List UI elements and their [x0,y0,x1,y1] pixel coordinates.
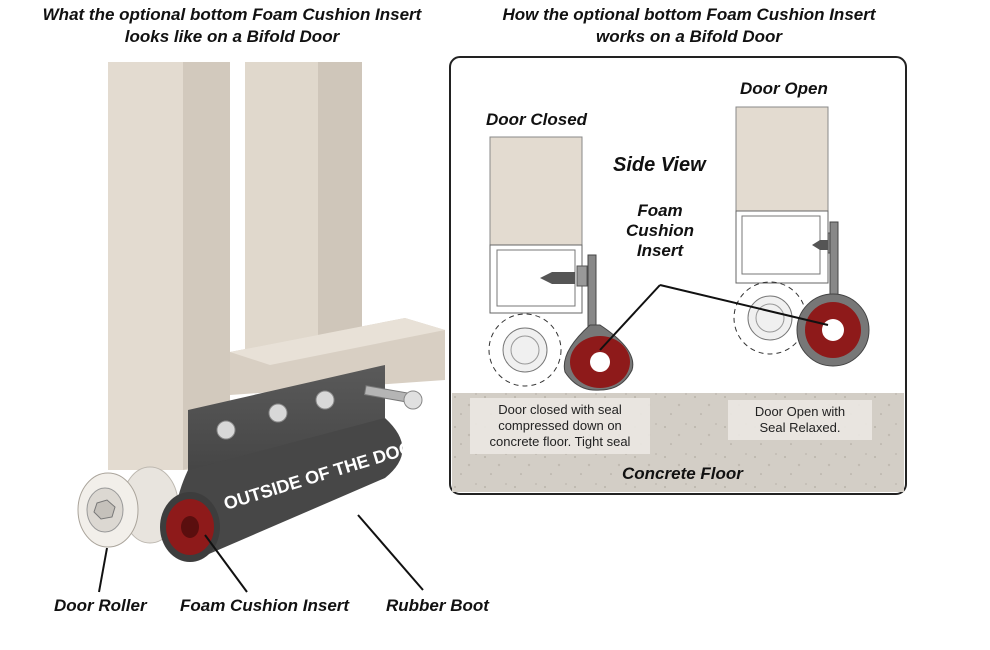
right-post-front [245,62,318,365]
label-foam-insert: Foam Cushion Insert [180,596,350,615]
caption-open-line2: Seal Relaxed. [759,420,841,435]
left-post-side [183,62,230,470]
label-door-closed: Door Closed [486,110,588,129]
leader-foam-insert [204,534,248,593]
foam-label-line1: Foam [637,201,683,220]
label-door-roller: Door Roller [54,596,147,615]
label-concrete-floor: Concrete Floor [622,464,743,483]
caption-open: Door Open with Seal Relaxed. [728,400,872,440]
closed-door [488,136,634,391]
right-title-line2: works on a Bifold Door [595,27,783,46]
right-title: How the optional bottom Foam Cushion Ins… [484,4,894,48]
caption-closed-line3: concrete floor. Tight seal [489,434,631,449]
label-rubber-boot: Rubber Boot [386,596,489,615]
leader-door-roller [98,547,108,593]
open-door [733,106,870,367]
right-title-line1: How the optional bottom Foam Cushion Ins… [502,5,876,24]
caption-open-line1: Door Open with [754,404,846,419]
label-foam-cushion-insert: Foam Cushion Insert [624,201,696,261]
left-title-line2: looks like on a Bifold Door [124,27,340,46]
label-door-open: Door Open [740,79,828,98]
leader-foam-closed [599,284,661,351]
caption-closed-line2: compressed down on [498,418,622,433]
left-post-front [108,62,205,470]
caption-closed-line1: Door closed with seal [498,402,622,417]
leader-rubber-boot [357,514,424,591]
right-post-side [318,62,362,365]
left-title: What the optional bottom Foam Cushion In… [32,4,432,48]
bifold-door-frame [108,62,445,470]
caption-closed: Door closed with seal compressed down on… [470,398,650,454]
rubber-boot [175,365,423,560]
foam-label-line2: Cushion [626,221,694,240]
foam-label-line3: Insert [636,241,684,260]
leader-foam-open [659,284,829,326]
left-title-line1: What the optional bottom Foam Cushion In… [42,5,422,24]
foam-insert-end [160,492,220,562]
label-side-view: Side View [613,154,706,176]
